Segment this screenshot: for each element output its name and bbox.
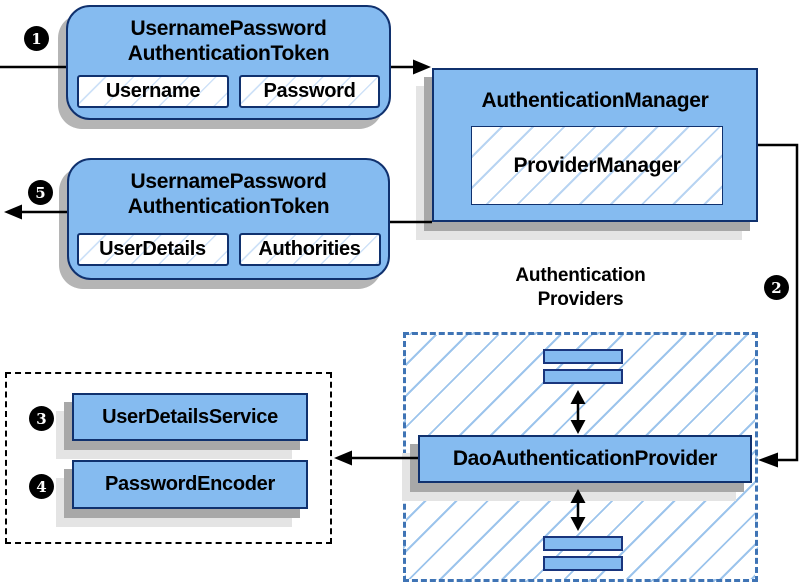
username-field-chip: Username — [77, 75, 229, 108]
authentication-providers-heading-line2: Providers — [537, 288, 624, 310]
userdetails-field-chip: UserDetails — [76, 233, 229, 266]
authorities-field-chip: Authorities — [238, 233, 381, 266]
request-token-node: UsernamePassword AuthenticationToken Use… — [66, 5, 391, 120]
response-token-title-line2: AuthenticationToken — [127, 194, 330, 218]
provider-manager-node: ProviderManager — [471, 126, 723, 205]
step-5-badge: 5 — [28, 180, 53, 205]
provider-stack-bar-bottom-2 — [543, 556, 623, 571]
provider-stack-bar-bottom-1 — [543, 536, 623, 551]
user-details-service-node: UserDetailsService — [72, 393, 308, 441]
request-token-title: UsernamePassword AuthenticationToken — [68, 17, 389, 67]
flow-line-manager-to-dao-provider — [758, 143, 799, 468]
arrowhead-into-dao-provider — [758, 452, 778, 468]
request-token-title-line2: AuthenticationToken — [127, 41, 330, 65]
response-token-title-line1: UsernamePassword — [130, 170, 327, 193]
flow-line-response-out — [4, 204, 67, 220]
password-encoder-node: PasswordEncoder — [72, 460, 308, 509]
step-2-badge: 2 — [764, 275, 789, 300]
provider-stack-bar-top-2 — [543, 369, 623, 384]
arrowhead-response-out — [4, 204, 22, 220]
services-group-box — [5, 372, 332, 544]
password-field-chip: Password — [239, 75, 380, 108]
authentication-providers-heading: Authentication Providers — [403, 264, 758, 312]
arrowhead-into-services-group — [334, 450, 352, 466]
response-token-fields: UserDetails Authorities — [69, 233, 388, 266]
provider-stack-bar-top-1 — [543, 349, 623, 364]
authentication-providers-heading-line1: Authentication — [515, 265, 646, 286]
dao-authentication-provider-node: DaoAuthenticationProvider — [418, 435, 752, 483]
authentication-manager-title: AuthenticationManager — [481, 89, 709, 112]
step-3-badge: 3 — [29, 406, 54, 431]
request-token-title-line1: UsernamePassword — [130, 17, 327, 40]
response-token-title: UsernamePassword AuthenticationToken — [69, 170, 388, 220]
arrowhead-into-authentication-manager — [413, 59, 431, 75]
authentication-manager-node: AuthenticationManager ProviderManager — [432, 68, 758, 222]
request-token-fields: Username Password — [68, 75, 389, 108]
step-4-badge: 4 — [29, 474, 54, 499]
response-token-node: UsernamePassword AuthenticationToken Use… — [67, 158, 390, 280]
step-1-badge: 1 — [24, 26, 49, 51]
